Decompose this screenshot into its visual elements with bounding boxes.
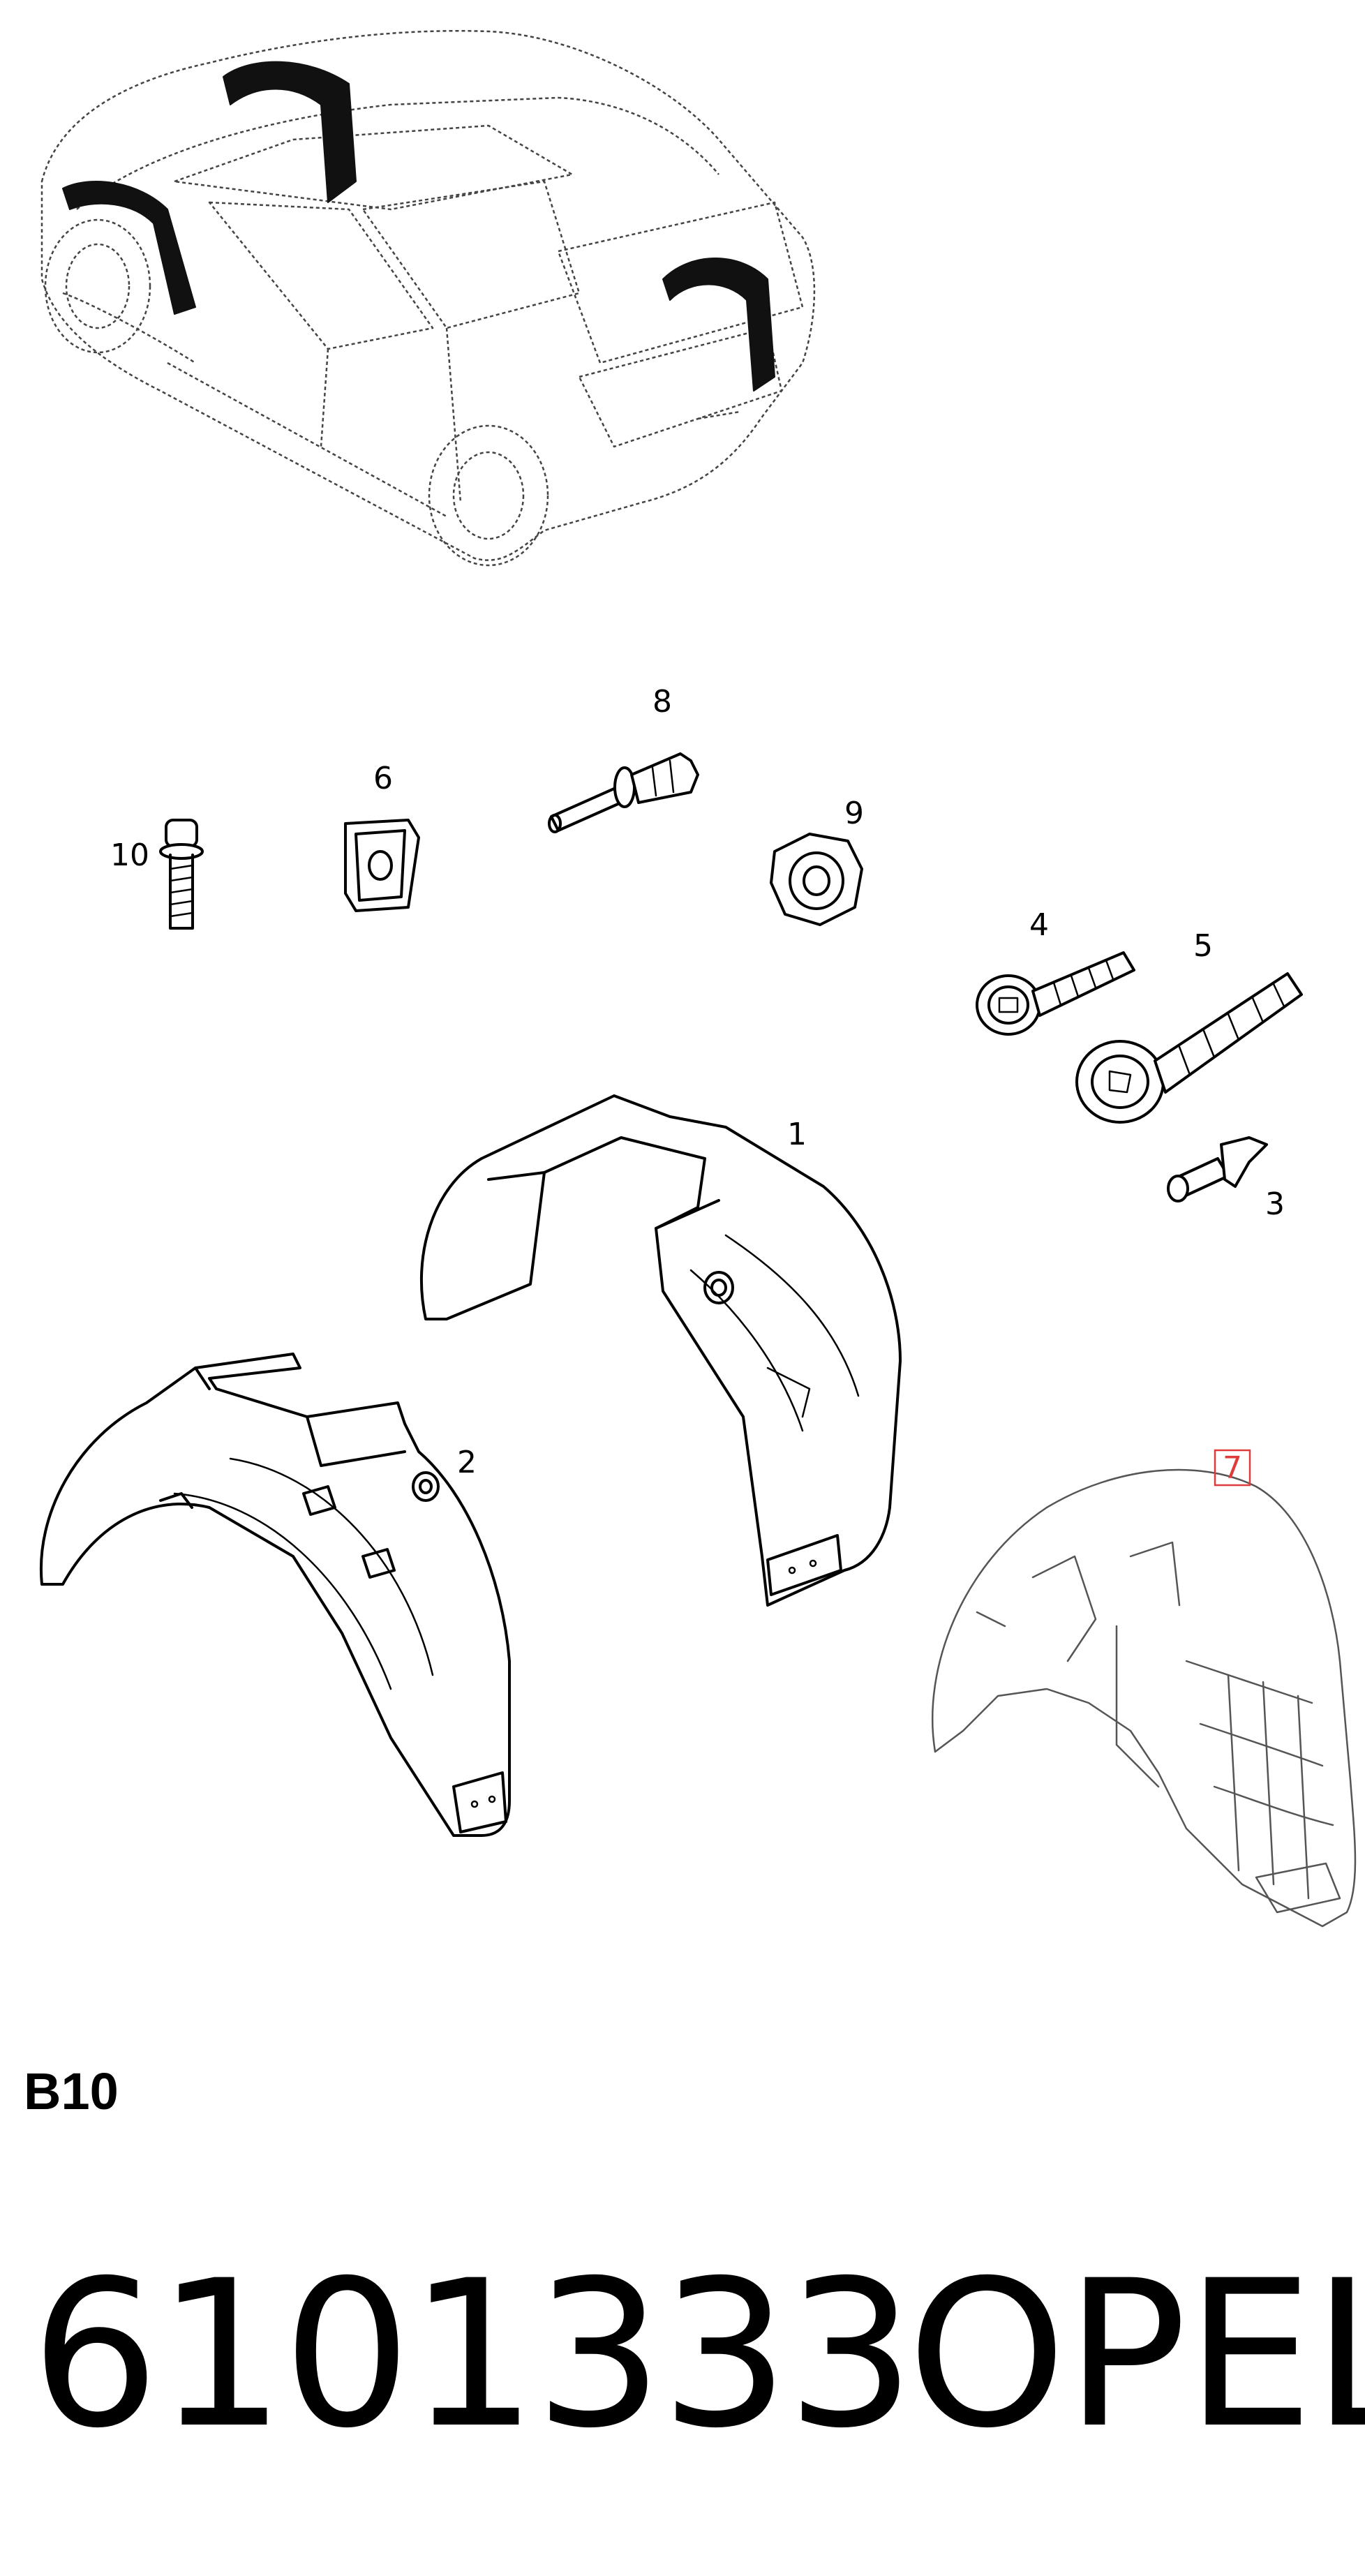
- part-6-clip-nut: [344, 819, 420, 912]
- part-1-wheel-arch-liner: [420, 1094, 902, 1607]
- callout-5: 5: [1193, 928, 1213, 964]
- brand-name: OPEL: [907, 2238, 1365, 2473]
- part-7-wheel-arch-liner: [932, 1468, 1357, 1928]
- part-number: 6101333: [31, 2238, 916, 2473]
- part-2-wheel-arch-liner: [39, 1353, 511, 1837]
- callout-7: 7: [1223, 1450, 1242, 1486]
- vehicle-overview-illustration: [40, 29, 816, 567]
- callout-4: 4: [1029, 907, 1049, 943]
- callout-9: 9: [844, 796, 864, 831]
- part-10-stud: [159, 819, 204, 930]
- part-8-push-rivet: [548, 752, 699, 833]
- callout-8: 8: [652, 684, 672, 720]
- callout-3: 3: [1265, 1186, 1285, 1222]
- part-5-screw: [1075, 972, 1303, 1124]
- section-code: B10: [24, 2062, 119, 2120]
- callout-6: 6: [373, 761, 393, 796]
- callout-2: 2: [457, 1445, 477, 1480]
- part-9-flange-nut: [770, 833, 863, 926]
- part-3-plug: [1167, 1136, 1268, 1203]
- callouts: 1 2 3 4 5 6 7 8 9 10: [110, 684, 1285, 1487]
- callout-7-highlight-box: [1214, 1449, 1251, 1487]
- callout-1: 1: [787, 1117, 807, 1152]
- part-4-screw: [976, 951, 1135, 1036]
- callout-10: 10: [110, 837, 149, 873]
